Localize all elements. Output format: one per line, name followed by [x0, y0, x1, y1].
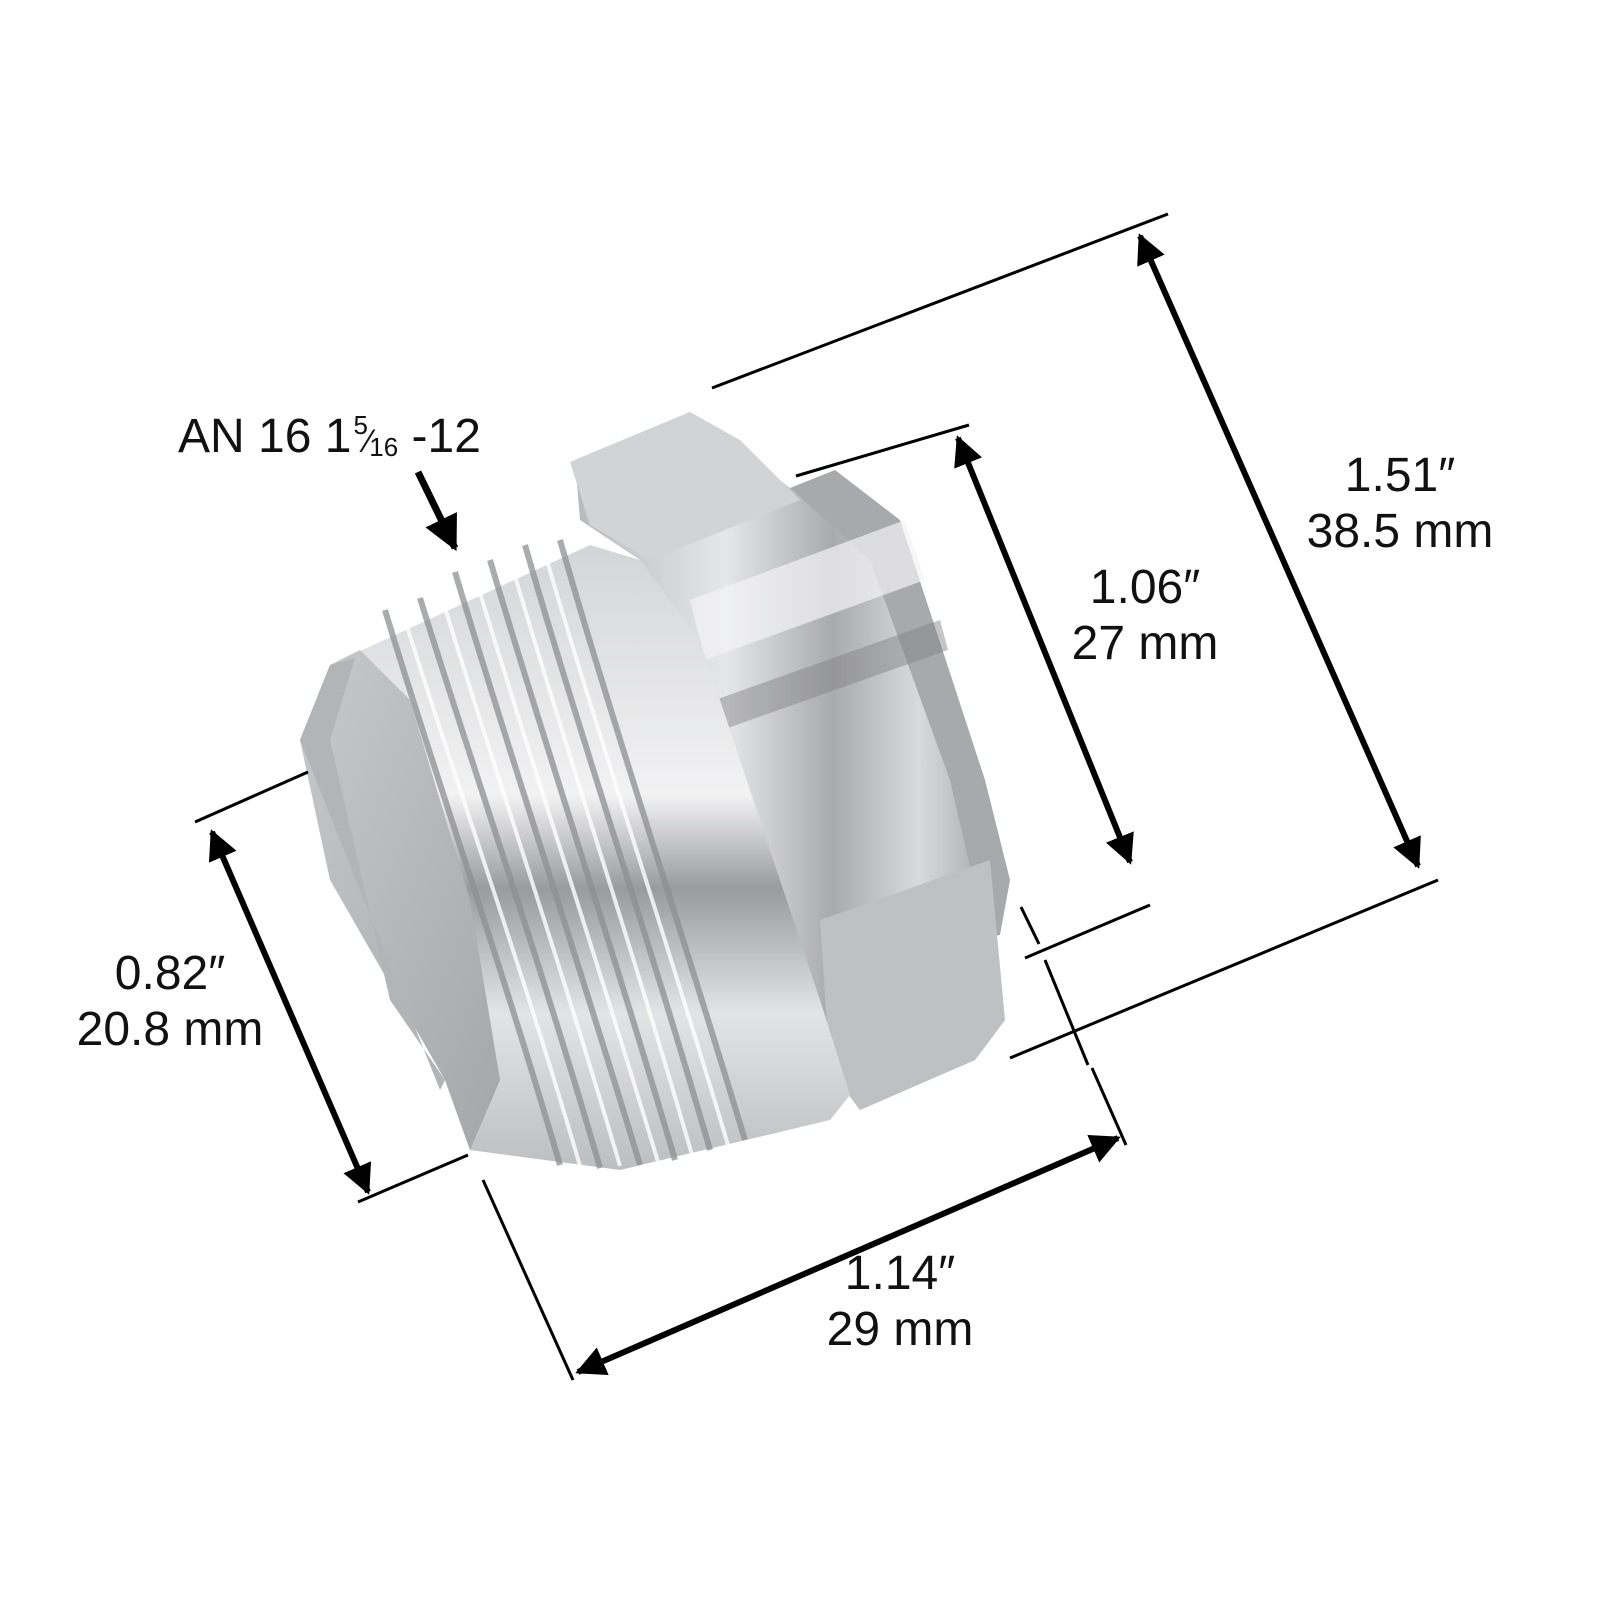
nose-diameter-imperial: 0.82″ — [114, 947, 226, 1000]
thread-spec-suffix: -12 — [398, 410, 481, 463]
overall-flange-diameter-label: 1.51″ 38.5 mm — [1290, 452, 1510, 556]
overall-length-label: 1.14″ 29 mm — [800, 1250, 1000, 1354]
arrow-down-right-icon — [414, 470, 459, 552]
thread-fraction-denominator: 16 — [369, 432, 399, 462]
hex-body-diameter-label: 1.06″ 27 mm — [1050, 564, 1240, 668]
thread-spec-prefix: AN 16 1 — [178, 410, 352, 463]
dimension-overall-flange — [711, 212, 1439, 1060]
fitting-nose — [300, 650, 500, 1150]
thread-fraction-numerator: 5 — [353, 410, 368, 440]
overall-length-imperial: 1.14″ — [844, 1247, 956, 1300]
dimension-nose — [194, 770, 469, 1204]
hex-body-diameter-metric: 27 mm — [1071, 617, 1219, 670]
thread-fraction-slash: ⁄ — [365, 423, 372, 459]
nose-diameter-metric: 20.8 mm — [76, 1003, 264, 1056]
dimension-hex-body — [795, 423, 1151, 1066]
thread-spec-label: AN 16 15⁄16 -12 — [178, 412, 481, 461]
overall-flange-diameter-metric: 38.5 mm — [1306, 505, 1494, 558]
dimension-overall-length — [481, 1067, 1128, 1381]
hex-body-diameter-imperial: 1.06″ — [1089, 561, 1201, 614]
overall-length-metric: 29 mm — [826, 1303, 974, 1356]
overall-flange-diameter-imperial: 1.51″ — [1344, 449, 1456, 502]
nose-diameter-label: 0.82″ 20.8 mm — [60, 950, 280, 1054]
